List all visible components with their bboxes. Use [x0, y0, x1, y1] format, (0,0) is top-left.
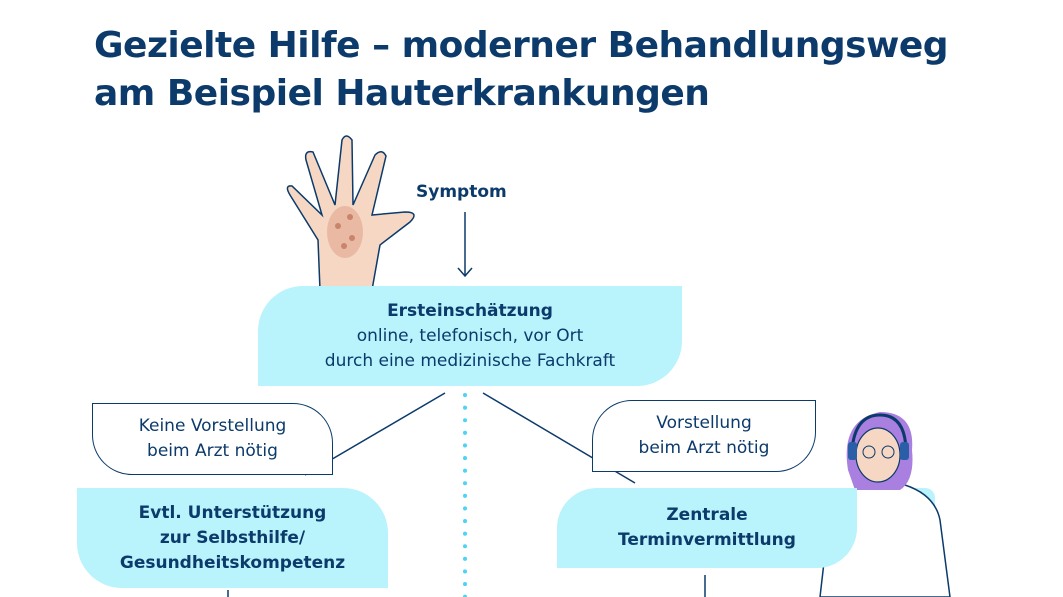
arrow-down-icon	[457, 267, 473, 278]
ersteinschaetzung-line-1: online, telefonisch, vor Ort	[356, 325, 584, 346]
title-line-2: am Beispiel Hauterkrankungen	[94, 73, 710, 114]
no-doctor-needed-label: Keine Vorstellung beim Arzt nötig	[92, 403, 333, 475]
self-help-line-2: zur Selbsthilfe/	[159, 527, 306, 548]
ersteinschaetzung-box: Ersteinschätzung online, telefonisch, vo…	[258, 286, 682, 386]
hand-illustration	[286, 135, 415, 291]
title-line-1: Gezielte Hilfe – moderner Behandlungsweg	[94, 25, 949, 66]
self-help-box: Evtl. Unterstützung zur Selbsthilfe/ Ges…	[77, 488, 388, 588]
doctor-needed-line-2: beim Arzt nötig	[638, 438, 770, 458]
appointment-line-1: Zentrale	[666, 505, 748, 525]
ersteinschaetzung-line-2: durch eine medizinische Fachkraft	[324, 350, 616, 371]
ersteinschaetzung-heading: Ersteinschätzung	[387, 300, 553, 321]
appointment-service-box: Zentrale Terminvermittlung	[557, 488, 857, 568]
doctor-needed-label: Vorstellung beim Arzt nötig	[592, 400, 816, 472]
no-doctor-line-2: beim Arzt nötig	[147, 441, 278, 461]
no-doctor-line-1: Keine Vorstellung	[138, 416, 287, 436]
self-help-line-3: Gesundheitskompetenz	[119, 552, 346, 573]
symptom-label: Symptom	[416, 182, 507, 202]
self-help-line-1: Evtl. Unterstützung	[138, 502, 327, 523]
page-title: Gezielte Hilfe – moderner Behandlungsweg…	[94, 22, 949, 118]
appointment-line-2: Terminvermittlung	[618, 530, 796, 550]
doctor-needed-line-1: Vorstellung	[656, 413, 752, 433]
